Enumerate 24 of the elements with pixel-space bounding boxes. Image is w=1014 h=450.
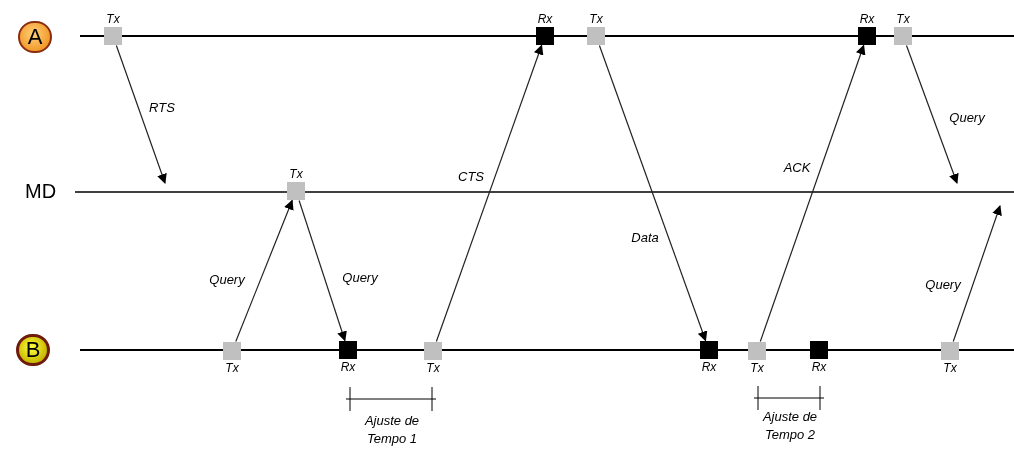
slot-label: Rx <box>340 360 356 374</box>
line-label: MD <box>25 181 57 201</box>
slot-label: Tx <box>289 167 303 181</box>
slot-label: Rx <box>701 360 717 374</box>
slot-label: Rx <box>811 360 827 374</box>
message-arrow <box>115 44 167 184</box>
interval-label: Ajuste de Tempo 2 <box>761 408 819 444</box>
interval-label: Ajuste de Tempo 1 <box>363 412 421 448</box>
slot-label: Tx <box>896 12 910 26</box>
slot-label: Rx <box>537 12 553 26</box>
message-arrow <box>905 44 959 184</box>
message-arrow <box>298 199 347 342</box>
message-arrow <box>235 199 294 343</box>
message-arrow <box>598 44 708 342</box>
slot-label: Rx <box>859 12 875 26</box>
slot-label: Tx <box>426 361 440 375</box>
message-arrow <box>435 44 544 343</box>
slot-label: Tx <box>225 361 239 375</box>
slot-label: Tx <box>943 361 957 375</box>
slot-label: Tx <box>106 12 120 26</box>
message-arrow <box>952 205 1002 343</box>
slot-label: Tx <box>589 12 603 26</box>
message-arrow <box>759 44 866 343</box>
slot-label: Tx <box>750 361 764 375</box>
